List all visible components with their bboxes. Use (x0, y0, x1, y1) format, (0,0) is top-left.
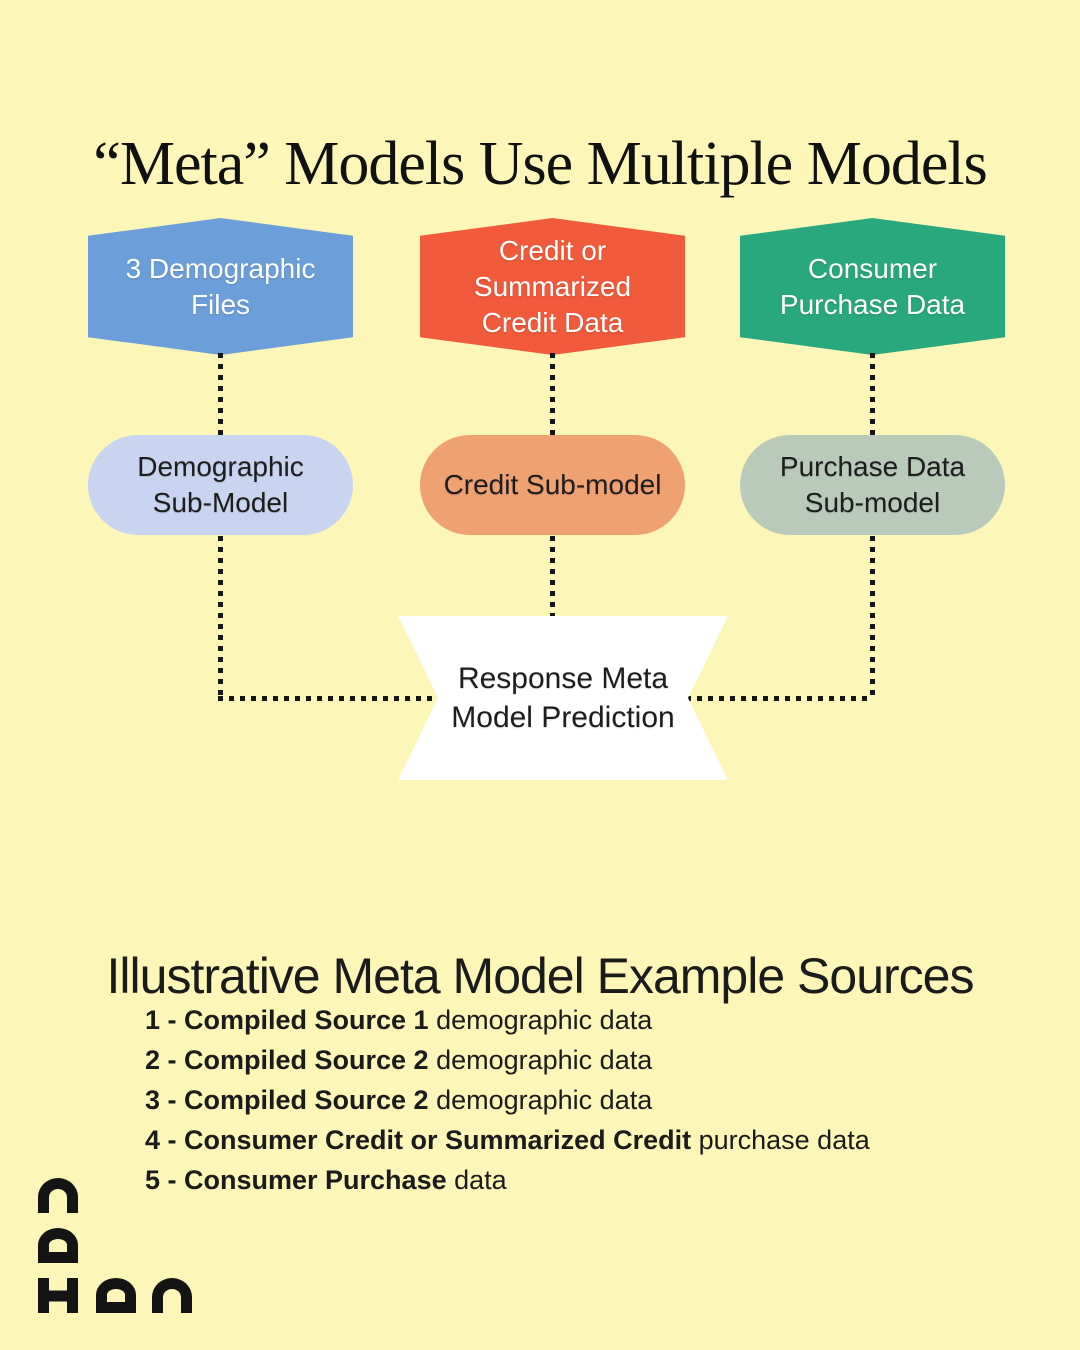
connector-submodel1-down (218, 536, 223, 701)
source-list: 1 - Compiled Source 1 demographic data 2… (145, 1000, 1025, 1200)
list-item-lead: 5 - Consumer Purchase (145, 1165, 447, 1195)
logo-letter-a (96, 1278, 136, 1313)
source-node-label: 3 Demographic Files (125, 252, 316, 320)
list-item-lead: 4 - Consumer Credit or Summarized Credit (145, 1125, 692, 1155)
output-node-label: Response Meta Model Prediction (451, 662, 675, 734)
connector-submodel1-to-output (218, 696, 440, 701)
submodel-node-purchase: Purchase Data Sub-model (740, 435, 1005, 535)
diagram-column-credit: Credit or Summarized Credit Data Credit … (420, 218, 685, 538)
list-item: 1 - Compiled Source 1 demographic data (145, 1000, 1025, 1040)
list-item-rest: purchase data (691, 1125, 870, 1155)
connector-source3-to-submodel3 (870, 353, 875, 437)
source-node-purchase: Consumer Purchase Data (740, 218, 1005, 355)
logo-letter-a (38, 1228, 78, 1263)
list-item-rest: demographic data (428, 1005, 653, 1035)
connector-submodel2-to-output (550, 536, 555, 618)
list-item: 3 - Compiled Source 2 demographic data (145, 1080, 1025, 1120)
diagram-column-demographic: 3 Demographic Files Demographic Sub-Mode… (88, 218, 353, 538)
submodel-node-demographic: Demographic Sub-Model (88, 435, 353, 535)
submodel-node-credit: Credit Sub-model (420, 435, 685, 535)
list-item-rest: data (446, 1165, 507, 1195)
list-item-lead: 3 - Compiled Source 2 (145, 1085, 429, 1115)
connector-source1-to-submodel1 (218, 353, 223, 437)
output-node-meta-prediction: Response Meta Model Prediction (398, 616, 728, 780)
list-item-rest: demographic data (428, 1045, 653, 1075)
source-node-demographic: 3 Demographic Files (88, 218, 353, 355)
list-item-lead: 2 - Compiled Source 2 (145, 1045, 429, 1075)
list-item: 5 - Consumer Purchase data (145, 1160, 1025, 1200)
logo-letter-n (38, 1178, 78, 1213)
source-node-label: Consumer Purchase Data (779, 252, 966, 320)
source-node-label: Credit or Summarized Credit Data (473, 234, 632, 338)
logo-letter-h (38, 1278, 78, 1313)
nahan-logo (38, 1178, 198, 1318)
page-title: “Meta” Models Use Multiple Models (93, 129, 987, 198)
submodel-node-label: Credit Sub-model (443, 469, 662, 500)
source-node-credit: Credit or Summarized Credit Data (420, 218, 685, 355)
submodel-node-label: Demographic Sub-Model (137, 451, 304, 518)
diagram-column-purchase: Consumer Purchase Data Purchase Data Sub… (740, 218, 1005, 538)
list-item: 4 - Consumer Credit or Summarized Credit… (145, 1120, 1025, 1160)
logo-letter-n (152, 1278, 192, 1313)
submodel-node-label: Purchase Data Sub-model (779, 451, 966, 518)
connector-submodel3-to-output (686, 696, 873, 701)
list-item-rest: demographic data (428, 1085, 653, 1115)
section-heading: Illustrative Meta Model Example Sources (106, 947, 975, 1004)
connector-submodel3-down (870, 536, 875, 701)
connector-source2-to-submodel2 (550, 353, 555, 437)
list-item-lead: 1 - Compiled Source 1 (145, 1005, 429, 1035)
list-item: 2 - Compiled Source 2 demographic data (145, 1040, 1025, 1080)
